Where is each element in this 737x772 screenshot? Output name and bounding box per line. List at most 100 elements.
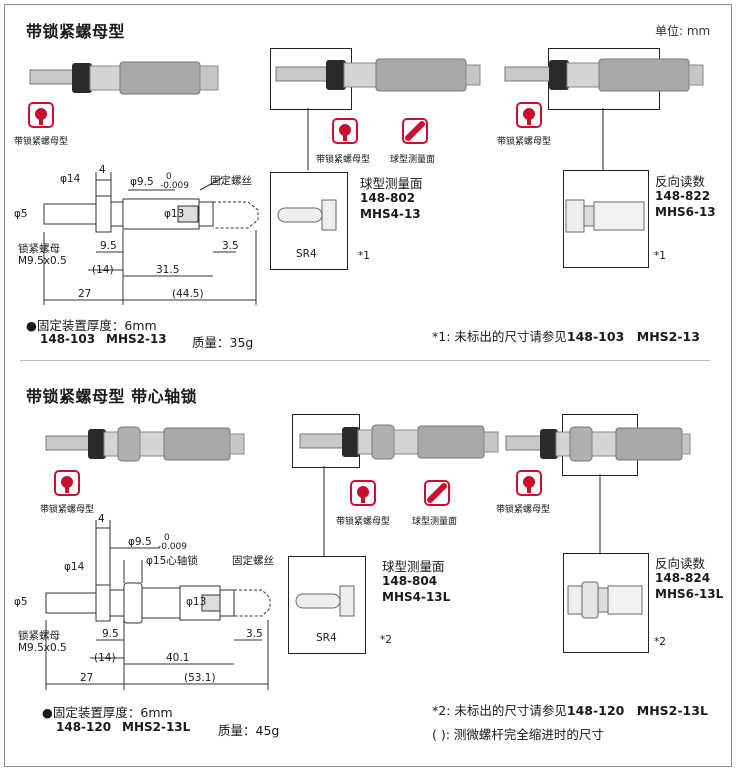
dim-l315: 31.5 [156, 264, 180, 276]
badge-label: 带锁紧螺母型 [14, 137, 69, 147]
variant-model: MHS4-13 [360, 207, 421, 221]
dim-l35: 3.5 [222, 240, 239, 252]
product-model: MHS2-13 [106, 332, 167, 346]
mount-thickness: ●固定装置厚度：6mm [42, 705, 173, 720]
dim-d5: φ5 [14, 208, 28, 220]
badge-label: 带锁紧螺母型 [336, 517, 391, 527]
footnote: *2: 未标出的尺寸请参见148-120 MHS2-13L [432, 700, 708, 719]
section-title-lock-nut: 带锁紧螺母型 [26, 22, 126, 41]
dim-tol-bot: -0.009 [158, 542, 188, 552]
dim-d14: φ14 [64, 561, 85, 573]
variant-name: 反向读数 [655, 556, 706, 571]
dim-l95: 9.5 [102, 628, 119, 640]
dim-d13: φ13 [186, 596, 207, 608]
footnote-ref: 148-120 MHS2-13L [566, 703, 708, 718]
dim-l401: 40.1 [166, 652, 190, 664]
reverse-thimble-lock-drawing [567, 581, 643, 619]
dim-tol-bot: -0.009 [160, 181, 190, 191]
mount-thickness: ●固定装置厚度：6mm [26, 318, 157, 333]
ball-tip-badge-icon [350, 480, 376, 506]
detail-box-ball [288, 556, 366, 654]
ball-tip-badge-icon [332, 118, 358, 144]
variant-model: MHS4-13L [382, 590, 451, 604]
dim-l95: 9.5 [100, 240, 117, 252]
variant-code: 148-802 [360, 191, 416, 205]
ball-tip-badge-icon [54, 470, 80, 496]
dim-l27: 27 [80, 672, 94, 684]
ball-radius: SR4 [296, 248, 317, 260]
footnote-retracted: ( ): 测微螺杆完全缩进时的尺寸 [432, 727, 604, 742]
footnote: *1: 未标出的尺寸请参见148-103 MHS2-13 [432, 326, 700, 345]
variant-model: MHS6-13L [655, 587, 724, 601]
dim-tol-top: 0 [166, 172, 172, 182]
section-title-spindle-lock: 带锁紧螺母型 带心轴锁 [26, 387, 198, 406]
product-code: 148-120 [56, 720, 112, 734]
ball-tip-badge-icon [516, 102, 542, 128]
note-ref: *2 [654, 636, 666, 648]
footnote-text: *2: 未标出的尺寸请参见 [432, 703, 567, 718]
dim-d5: φ5 [14, 596, 28, 608]
detail-box-reverse [563, 170, 649, 268]
dim-d13: φ13 [164, 208, 185, 220]
photo-micrometer-head-main [29, 61, 219, 95]
product-model: MHS2-13L [122, 720, 191, 734]
unit-label: 单位: mm [655, 24, 711, 38]
footnote-ref: 148-103 MHS2-13 [566, 329, 700, 344]
product-code: 148-103 [40, 332, 96, 346]
dim-d15-lock: φ15心轴锁 [146, 555, 198, 567]
dim-tol-top: 0 [164, 533, 170, 543]
product-mass: 质量：35g [192, 335, 254, 350]
reverse-thimble-drawing [565, 199, 645, 233]
variant-code: 148-804 [382, 574, 438, 588]
footnote-text: *1: 未标出的尺寸请参见 [432, 329, 567, 344]
ball-spindle-drawing [277, 199, 337, 231]
variant-name: 反向读数 [655, 174, 706, 189]
variant-name: 球型测量面 [382, 559, 445, 574]
photo-micrometer-head-lock-ball [299, 424, 499, 460]
spherical-face-badge-icon [402, 118, 428, 144]
product-mass: 质量：45g [218, 723, 280, 738]
photo-micrometer-head-lock-reverse [505, 426, 691, 462]
dim-thread: M9.5x0.5 [18, 642, 67, 654]
dim-l445: (44.5) [172, 288, 204, 300]
dim-l35: 3.5 [246, 628, 263, 640]
dim-l14: (14) [94, 652, 116, 664]
note-ref: *2 [380, 634, 392, 646]
note-ref: *1 [654, 250, 666, 262]
photo-micrometer-head-lock-main [45, 426, 245, 462]
ball-tip-badge-icon [516, 470, 542, 496]
dim-fix-screw: 固定螺丝 [210, 175, 252, 187]
badge-label: 带锁紧螺母型 [496, 505, 551, 515]
photo-micrometer-head-ball [275, 58, 481, 92]
catalog-frame [4, 4, 732, 767]
photo-micrometer-head-reverse [504, 58, 704, 92]
dim-fix-screw: 固定螺丝 [232, 555, 274, 567]
dim-d95: φ9.5 [128, 536, 152, 548]
note-ref: *1 [358, 250, 370, 262]
spherical-face-badge-icon [424, 480, 450, 506]
dim-lock-nut: 锁紧螺母 [18, 630, 60, 642]
dim-d14: φ14 [60, 173, 81, 185]
ball-spindle-drawing [295, 585, 355, 617]
ball-tip-badge-icon [28, 102, 54, 128]
badge-label: 球型测量面 [390, 155, 436, 165]
dim-l14: (14) [92, 264, 114, 276]
section-divider [20, 360, 710, 361]
dim-l27: 27 [78, 288, 92, 300]
ball-radius: SR4 [316, 632, 337, 644]
badge-label: 带锁紧螺母型 [497, 137, 552, 147]
badge-label: 带锁紧螺母型 [40, 505, 95, 515]
dim-thread: M9.5x0.5 [18, 255, 67, 267]
variant-code: 148-822 [655, 189, 711, 203]
dim-w4: 4 [98, 513, 105, 525]
variant-code: 148-824 [655, 571, 711, 585]
detail-box-reverse [563, 553, 649, 653]
variant-name: 球型测量面 [360, 176, 423, 191]
variant-model: MHS6-13 [655, 205, 716, 219]
dim-w4: 4 [99, 164, 106, 176]
dim-d95: φ9.5 [130, 176, 154, 188]
